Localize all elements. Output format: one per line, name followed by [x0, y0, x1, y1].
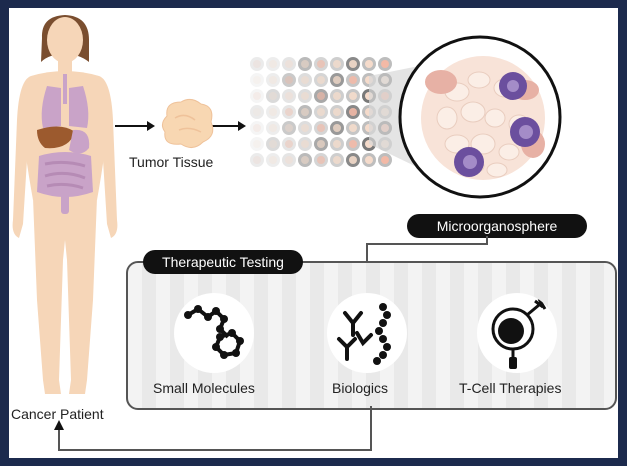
droplet-core [269, 156, 277, 164]
droplet-core [365, 156, 373, 164]
droplet [266, 89, 280, 103]
return-arrow [54, 406, 372, 451]
droplet-core [285, 60, 293, 68]
droplet [250, 153, 264, 167]
diagram-frame: Tumor Tissue Microorganosphere [9, 8, 618, 458]
biologics-label: Biologics [332, 380, 389, 396]
droplet [282, 105, 296, 119]
droplet-core [317, 108, 325, 116]
droplet [250, 137, 264, 151]
droplet-core [285, 156, 293, 164]
droplet [250, 73, 264, 87]
droplet-core [285, 140, 293, 148]
microorganosphere-label: Microorganosphere [407, 214, 587, 238]
droplet [250, 105, 264, 119]
antibody-icon [337, 303, 391, 365]
droplet-core [253, 76, 261, 84]
small-molecules-label: Small Molecules [153, 380, 255, 396]
droplet [266, 57, 280, 71]
droplet-core [333, 60, 341, 68]
droplet-core [269, 92, 277, 100]
droplet [282, 121, 296, 135]
droplet-core [285, 108, 293, 116]
droplet-core [349, 124, 357, 132]
droplet-core [253, 92, 261, 100]
organoid-icon [398, 35, 562, 199]
droplet [282, 137, 296, 151]
droplet-core [269, 124, 277, 132]
droplet-core [269, 108, 277, 116]
droplet-core [269, 76, 277, 84]
droplet-core [301, 60, 309, 68]
droplet-core [333, 92, 341, 100]
droplet-core [381, 60, 389, 68]
droplet-core [285, 76, 293, 84]
tumor-tissue-icon [161, 98, 214, 148]
droplet-core [317, 60, 325, 68]
droplet-core [301, 108, 309, 116]
arrow-icon [115, 121, 155, 131]
droplet-core [253, 60, 261, 68]
tumor-tissue-label: Tumor Tissue [129, 154, 214, 170]
droplet [282, 89, 296, 103]
droplet-core [349, 60, 357, 68]
droplet [266, 73, 280, 87]
tcell-label: T-Cell Therapies [459, 380, 562, 396]
droplet-core [253, 156, 261, 164]
droplet-core [349, 156, 357, 164]
droplet [266, 153, 280, 167]
droplet-core [349, 92, 357, 100]
droplet [266, 121, 280, 135]
droplet-core [301, 124, 309, 132]
droplet [282, 153, 296, 167]
small-molecules-circle [174, 293, 254, 373]
droplet-core [317, 92, 325, 100]
droplet-core [269, 60, 277, 68]
droplet-core [253, 108, 261, 116]
droplet-core [317, 124, 325, 132]
droplet [250, 121, 264, 135]
droplet-core [333, 124, 341, 132]
droplet [282, 57, 296, 71]
droplet-core [269, 140, 277, 148]
droplet-core [333, 140, 341, 148]
droplet-array-icon [250, 57, 392, 167]
droplet [266, 137, 280, 151]
connector-line [366, 236, 488, 264]
droplet-core [253, 124, 261, 132]
molecule-icon [184, 305, 244, 359]
droplet-core [317, 156, 325, 164]
droplet-core [253, 140, 261, 148]
cancer-patient-label: Cancer Patient [11, 406, 104, 422]
droplet-core [301, 156, 309, 164]
droplet-core [381, 156, 389, 164]
droplet-core [317, 140, 325, 148]
droplet-core [317, 76, 325, 84]
droplet-core [365, 60, 373, 68]
droplet-core [333, 108, 341, 116]
tcell-circle [477, 293, 557, 373]
droplet-core [285, 92, 293, 100]
droplet-core [349, 108, 357, 116]
droplet-core [301, 76, 309, 84]
droplet-core [333, 156, 341, 164]
droplet [250, 57, 264, 71]
droplet-core [301, 140, 309, 148]
droplet-core [349, 140, 357, 148]
tcell-icon [491, 298, 547, 369]
droplet-core [301, 92, 309, 100]
therapeutic-testing-label: Therapeutic Testing [143, 250, 303, 274]
droplet [282, 73, 296, 87]
droplet [266, 105, 280, 119]
body-icon [12, 15, 118, 394]
droplet-core [285, 124, 293, 132]
droplet-core [349, 76, 357, 84]
biologics-circle [327, 293, 407, 373]
droplet-core [333, 76, 341, 84]
droplet [250, 89, 264, 103]
